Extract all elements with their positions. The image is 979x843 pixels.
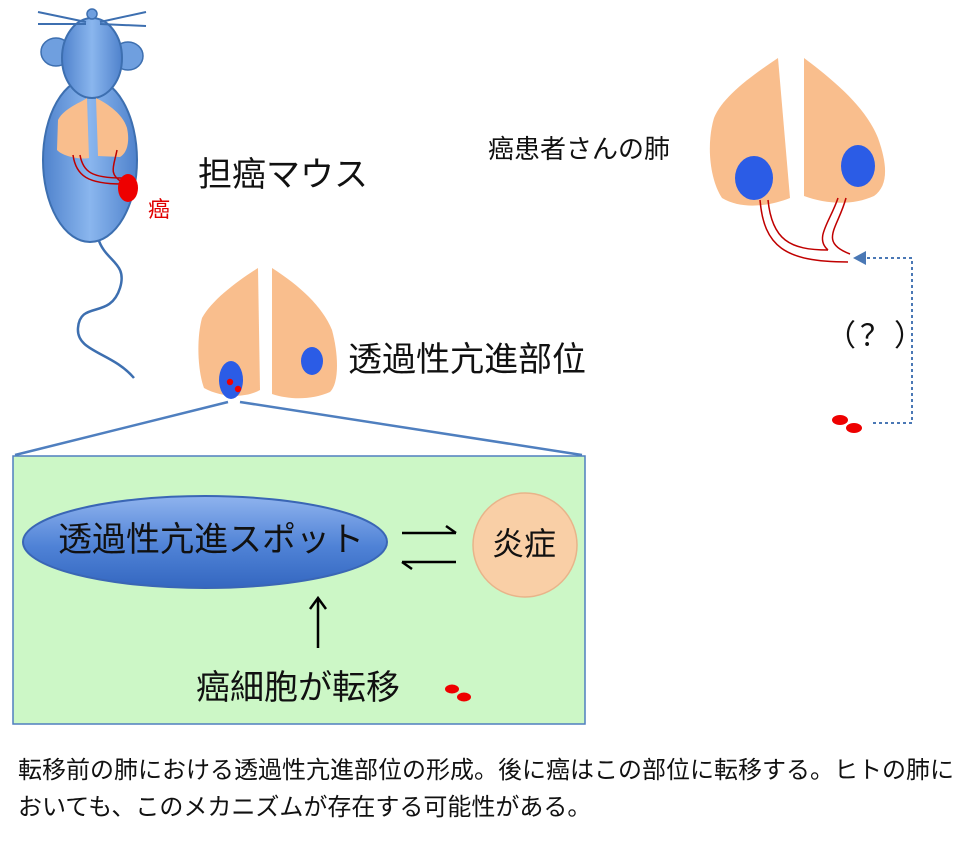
mouse-lungs-zoom: [198, 268, 337, 399]
patient-vessels: [759, 197, 851, 263]
mouse-vessels: [72, 149, 123, 185]
equilibrium-arrows: [401, 524, 457, 571]
cancer-cell: [226, 378, 234, 386]
mouse-head: [61, 17, 123, 99]
inflammation-circle: [472, 492, 578, 598]
mouse-label: 担癌マウス: [198, 155, 368, 195]
patient-lung-label: 癌患者さんの肺: [488, 135, 671, 165]
mouse-tumor: [118, 174, 138, 202]
mouse-tail: [76, 237, 135, 379]
patient-lung-right: [804, 58, 886, 203]
tumor-label: 癌: [148, 198, 171, 223]
mouse-body: [42, 77, 138, 243]
lung-left-lobe: [198, 268, 260, 396]
hyperpermeable-site-label: 透過性亢進部位: [348, 340, 586, 380]
lung-right-lobe: [272, 268, 337, 399]
circulating-cancer-cells: [832, 415, 862, 433]
dotted-arrow-head: [853, 251, 866, 265]
patient-spot-right: [841, 145, 875, 187]
zoom-lines: [14, 400, 583, 457]
hyperpermeable-site-right: [301, 347, 323, 375]
dotted-arrow: [864, 257, 913, 424]
mouse-lung-right: [96, 98, 129, 157]
patient-spot-left: [735, 156, 773, 200]
figure-caption: 転移前の肺における透過性亢進部位の形成。後に癌はこの部位に転移する。ヒトの肺にお…: [18, 756, 954, 821]
metastasis-label: 癌細胞が転移: [196, 668, 400, 708]
metastasis-cells: [445, 684, 471, 702]
mouse-lung-left: [57, 98, 89, 159]
hyperpermeable-spot-label: 透過性亢進スポット: [58, 520, 364, 560]
cancer-cell: [234, 385, 242, 393]
mouse-illustration: [37, 8, 147, 379]
question-label: （？）: [826, 319, 928, 354]
zoom-panel: [12, 455, 586, 725]
up-arrow: [308, 595, 328, 648]
hyperpermeable-spot-ellipse: [22, 495, 388, 589]
inflammation-label: 炎症: [491, 525, 556, 563]
mouse-whiskers: [37, 11, 147, 27]
patient-lungs: [709, 58, 886, 263]
mouse-nose: [86, 8, 98, 20]
